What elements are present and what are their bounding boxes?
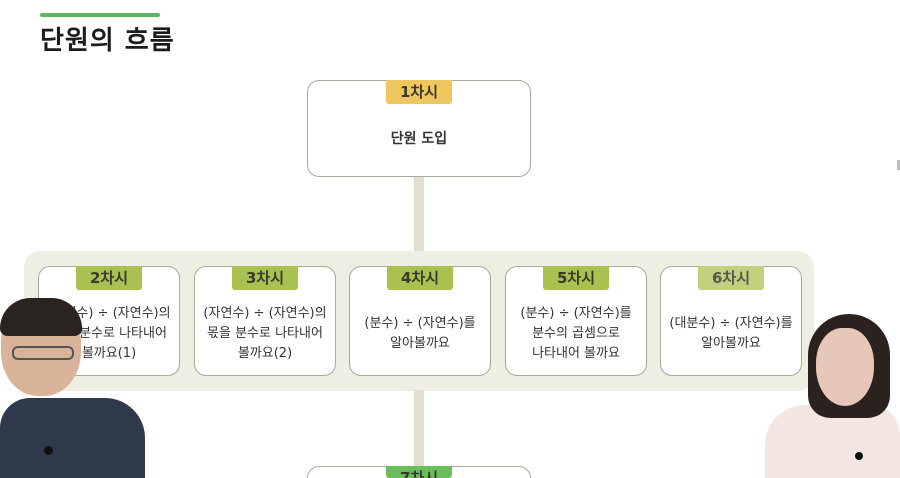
page-title: 단원의 흐름 <box>40 26 175 56</box>
presenter-male-hair <box>0 298 82 336</box>
lesson-line: 나타내어 볼까요 <box>532 346 620 361</box>
lesson-card-2: 2차시 (자연수) ÷ (자연수)의 몫을 분수로 나타내어 볼까요(1) <box>38 266 180 376</box>
connector-top <box>414 176 424 256</box>
lesson-badge-5: 5차시 <box>543 266 609 290</box>
microphone-icon <box>44 446 53 455</box>
glasses-icon <box>12 346 74 360</box>
lesson-line: 알아볼까요 <box>701 336 761 351</box>
lesson-card-6: 6차시 (대분수) ÷ (자연수)를 알아볼까요 <box>660 266 802 376</box>
lesson-text-1: 단원 도입 <box>314 109 524 168</box>
lesson-line: (분수) ÷ (자연수)를 <box>364 316 476 331</box>
microphone-icon <box>855 452 863 460</box>
lesson-line: 알아볼까요 <box>390 336 450 351</box>
lesson-line: (분수) ÷ (자연수)를 <box>520 306 632 321</box>
connector-bottom <box>414 390 424 470</box>
lesson-badge-1: 1차시 <box>386 80 452 104</box>
lesson-line: 몫을 분수로 나타내어 <box>207 326 323 341</box>
lesson-card-1: 1차시 단원 도입 <box>307 80 531 177</box>
lesson-badge-6: 6차시 <box>698 266 764 290</box>
lesson-badge-4: 4차시 <box>387 266 453 290</box>
lesson-text-4: (분수) ÷ (자연수)를 알아볼까요 <box>356 301 484 367</box>
lesson-line: 볼까요(1) <box>81 346 137 361</box>
lesson-card-7: 7차시 <box>307 466 531 478</box>
lesson-badge-3: 3차시 <box>232 266 298 290</box>
lesson-line: (대분수) ÷ (자연수)를 <box>669 316 793 331</box>
lesson-badge-2: 2차시 <box>76 266 142 290</box>
lesson-line: 단원 도입 <box>390 130 448 147</box>
lesson-text-6: (대분수) ÷ (자연수)를 알아볼까요 <box>667 301 795 367</box>
lesson-card-3: 3차시 (자연수) ÷ (자연수)의 몫을 분수로 나타내어 볼까요(2) <box>194 266 336 376</box>
lesson-text-3: (자연수) ÷ (자연수)의 몫을 분수로 나타내어 볼까요(2) <box>201 301 329 367</box>
lesson-card-5: 5차시 (분수) ÷ (자연수)를 분수의 곱셈으로 나타내어 볼까요 <box>505 266 647 376</box>
lesson-text-5: (분수) ÷ (자연수)를 분수의 곱셈으로 나타내어 볼까요 <box>512 301 640 367</box>
lesson-card-4: 4차시 (분수) ÷ (자연수)를 알아볼까요 <box>349 266 491 376</box>
lesson-badge-7: 7차시 <box>386 466 452 478</box>
presenter-female-face <box>816 328 874 406</box>
lesson-line: 분수의 곱셈으로 <box>532 326 620 341</box>
lesson-line: (자연수) ÷ (자연수)의 <box>203 306 327 321</box>
presenter-male-shirt <box>0 398 145 478</box>
scrollbar[interactable] <box>897 160 900 170</box>
lesson-line: 볼까요(2) <box>237 346 293 361</box>
title-underline <box>40 13 160 17</box>
